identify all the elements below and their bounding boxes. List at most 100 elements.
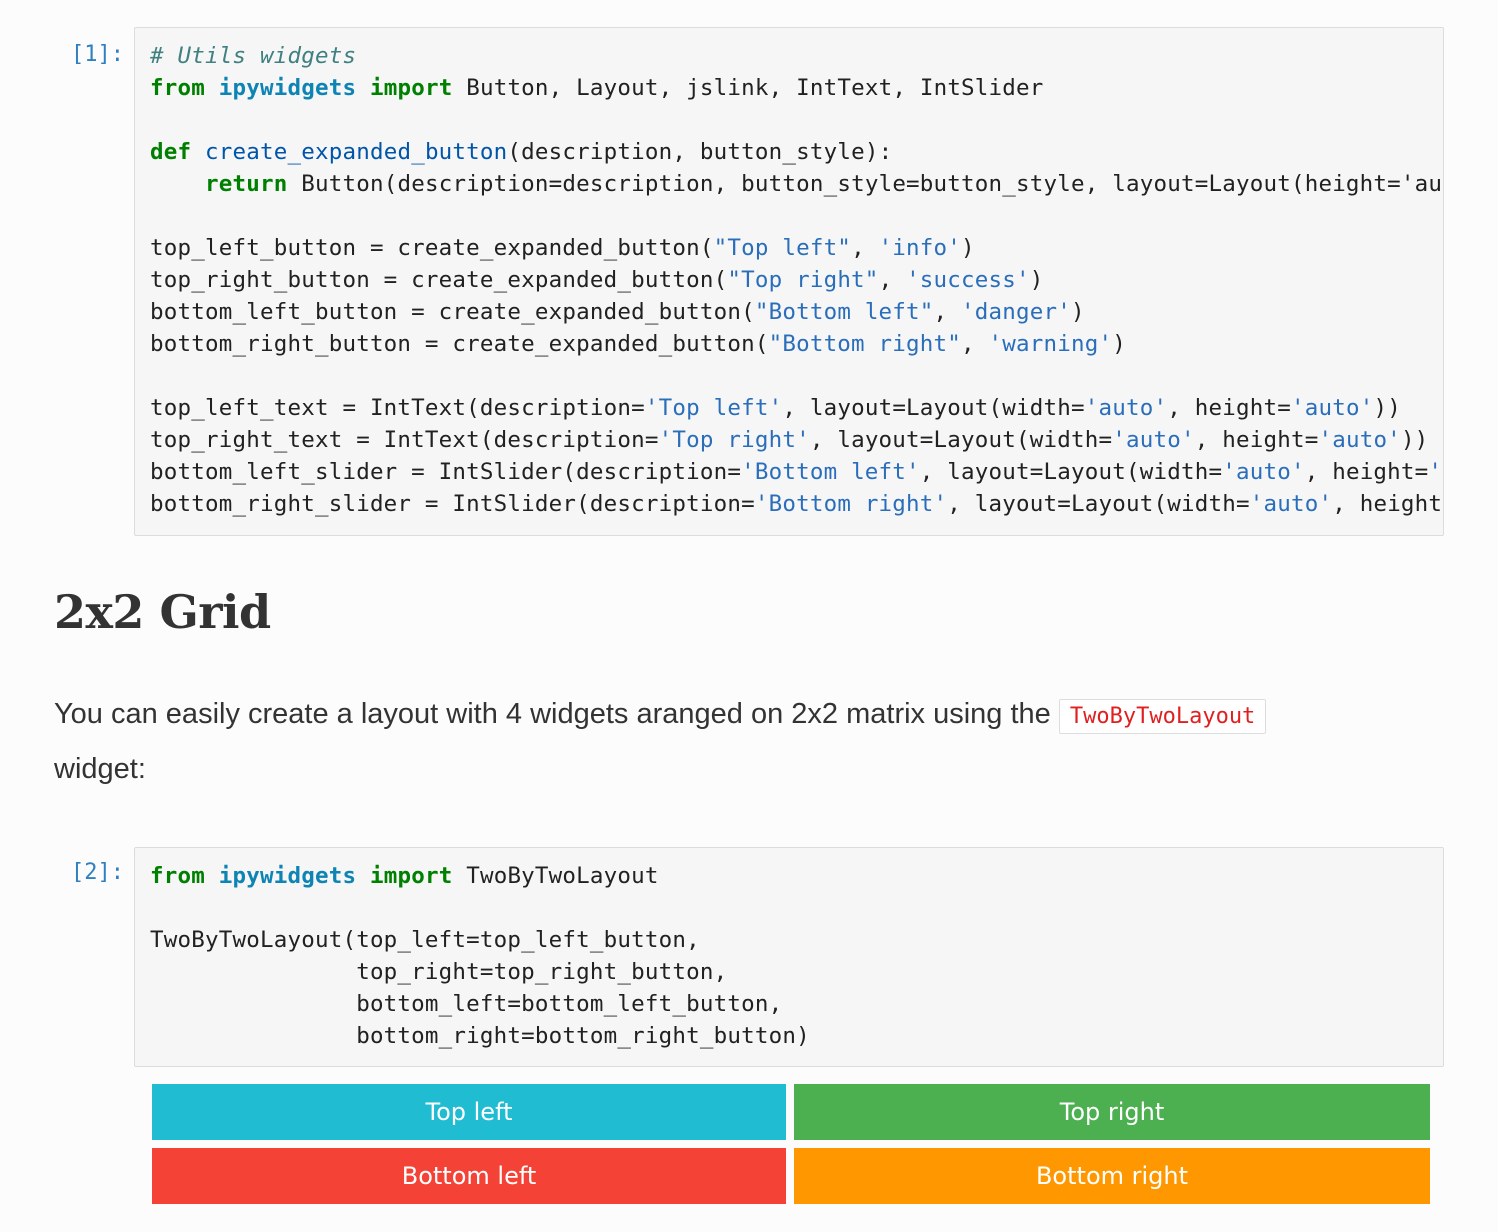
code-token: bottom_left=bottom_left_button, — [150, 991, 783, 1017]
execution-count: [2]: — [71, 860, 124, 885]
code-line: top_right_button = create_expanded_butto… — [150, 264, 1443, 296]
code-token: , height= — [1332, 491, 1444, 517]
code-token: bottom_left_slider = IntSlider(descripti… — [150, 459, 742, 485]
code-token — [205, 75, 219, 101]
code-token: "Top right" — [727, 267, 879, 293]
code-line: def create_expanded_button(description, … — [150, 136, 1443, 168]
code-token: ) — [1071, 299, 1085, 325]
code-token: 'Bottom right' — [754, 491, 948, 517]
code-token: return — [205, 171, 288, 197]
code-token: (description, button_style): — [507, 139, 893, 165]
two-by-two-layout-output: Top left Top right Bottom left Bottom ri… — [152, 1084, 1430, 1204]
code-token: , layout=Layout(width= — [782, 395, 1085, 421]
code-line: top_left_button = create_expanded_button… — [150, 232, 1443, 264]
code-token: 'Top right' — [658, 427, 810, 453]
code-token: bottom_right=bottom_right_button) — [150, 1023, 810, 1049]
code-token: 'Bottom left' — [741, 459, 920, 485]
code-token: TwoByTwoLayout — [452, 863, 659, 889]
code-token: , — [961, 331, 989, 357]
code-token: , height= — [1167, 395, 1291, 421]
code-token: 'info' — [878, 235, 962, 261]
bottom-right-button[interactable]: Bottom right — [794, 1148, 1430, 1204]
code-line: TwoByTwoLayout(top_left=top_left_button, — [150, 924, 1443, 956]
code-token: ipywidgets — [218, 75, 357, 101]
code-token: )) — [1373, 395, 1401, 421]
code-token: # Utils widgets — [150, 43, 357, 69]
code-line — [150, 200, 1443, 232]
code-token: create_expanded_button — [205, 139, 508, 165]
top-left-button[interactable]: Top left — [152, 1084, 786, 1140]
code-token: ) — [1029, 267, 1044, 293]
code-editor[interactable]: # Utils widgets from ipywidgets import Bu… — [134, 27, 1444, 536]
bottom-left-button[interactable]: Bottom left — [152, 1148, 786, 1204]
code-token: 'auto' — [1084, 395, 1168, 421]
code-line: from ipywidgets import TwoByTwoLayout — [150, 860, 1443, 892]
code-token: , height= — [1194, 427, 1319, 453]
code-token: top_right=top_right_button, — [150, 959, 728, 985]
code-token: import — [369, 863, 453, 889]
code-token: Button, Layout, jslink, IntText, IntSlid… — [452, 75, 1044, 101]
code-line: # Utils widgets — [150, 40, 1443, 72]
code-token: "Top left" — [713, 235, 852, 261]
code-token: 'auto' — [1249, 491, 1333, 517]
code-token: , — [933, 299, 962, 325]
code-line: bottom_left_slider = IntSlider(descripti… — [150, 456, 1443, 488]
section-heading: 2x2 Grid — [54, 585, 271, 639]
code-token: def — [150, 139, 192, 165]
code-token: , layout=Layout(width= — [809, 427, 1113, 453]
code-line — [150, 892, 1443, 924]
code-token: , — [878, 267, 907, 293]
code-token: bottom_right_button = create_expanded_bu… — [150, 331, 769, 357]
code-line: top_left_text = IntText(description='Top… — [150, 392, 1443, 424]
markdown-paragraph: You can easily create a layout with 4 wi… — [54, 688, 1454, 795]
code-token: import — [369, 75, 453, 101]
code-line: bottom_right=bottom_right_button) — [150, 1020, 1443, 1052]
code-line: bottom_left=bottom_left_button, — [150, 988, 1443, 1020]
code-token: bottom_left_button = create_expanded_but… — [150, 299, 755, 325]
code-token — [356, 863, 370, 889]
code-token — [205, 863, 219, 889]
top-right-button[interactable]: Top right — [794, 1084, 1430, 1140]
code-token: ipywidgets — [218, 863, 357, 889]
code-token: 'warning' — [988, 331, 1113, 357]
code-token: top_left_text = IntText(description= — [150, 395, 645, 421]
code-token: 'auto' — [1290, 395, 1374, 421]
code-token — [191, 139, 205, 165]
code-line — [150, 104, 1443, 136]
code-token: , — [851, 235, 879, 261]
code-token: )) — [1400, 427, 1429, 453]
code-token: "Bottom right" — [768, 331, 962, 357]
code-token: 'success' — [906, 267, 1030, 293]
code-line: return Button(description=description, b… — [150, 168, 1443, 200]
code-token: Button(description=description, button_s… — [301, 171, 1443, 197]
paragraph-text: You can easily create a layout with 4 wi… — [54, 698, 1059, 730]
code-text[interactable]: # Utils widgets from ipywidgets import Bu… — [135, 28, 1443, 520]
execution-count: [1]: — [71, 42, 124, 67]
code-token: 'auto' — [1222, 459, 1305, 485]
code-token: 'auto' — [1318, 427, 1401, 453]
code-token: top_left_button = create_expanded_button… — [150, 235, 714, 261]
code-token: from — [150, 75, 205, 101]
code-token: TwoByTwoLayout(top_left=top_left_button, — [150, 927, 700, 953]
code-token: 'auto' — [1428, 459, 1443, 485]
paragraph-text-end: widget: — [54, 753, 146, 785]
code-token: top_right_button = create_expanded_butto… — [150, 267, 728, 293]
code-line: bottom_right_button = create_expanded_bu… — [150, 328, 1443, 360]
code-token: 'Top left' — [644, 395, 783, 421]
code-token: , height= — [1304, 459, 1429, 485]
code-token: top_right_text = IntText(description= — [150, 427, 659, 453]
code-token: 'danger' — [961, 299, 1072, 325]
code-token: ) — [1112, 331, 1126, 357]
code-token: , layout=Layout(width= — [947, 491, 1250, 517]
code-token — [150, 171, 205, 197]
code-line: from ipywidgets import Button, Layout, j… — [150, 72, 1443, 104]
code-token — [356, 75, 370, 101]
code-token: from — [150, 863, 205, 889]
code-line: bottom_left_button = create_expanded_but… — [150, 296, 1443, 328]
code-token: 'auto' — [1112, 427, 1195, 453]
code-token: , layout=Layout(width= — [919, 459, 1223, 485]
code-token: "Bottom left" — [754, 299, 934, 325]
code-token: ) — [961, 235, 975, 261]
